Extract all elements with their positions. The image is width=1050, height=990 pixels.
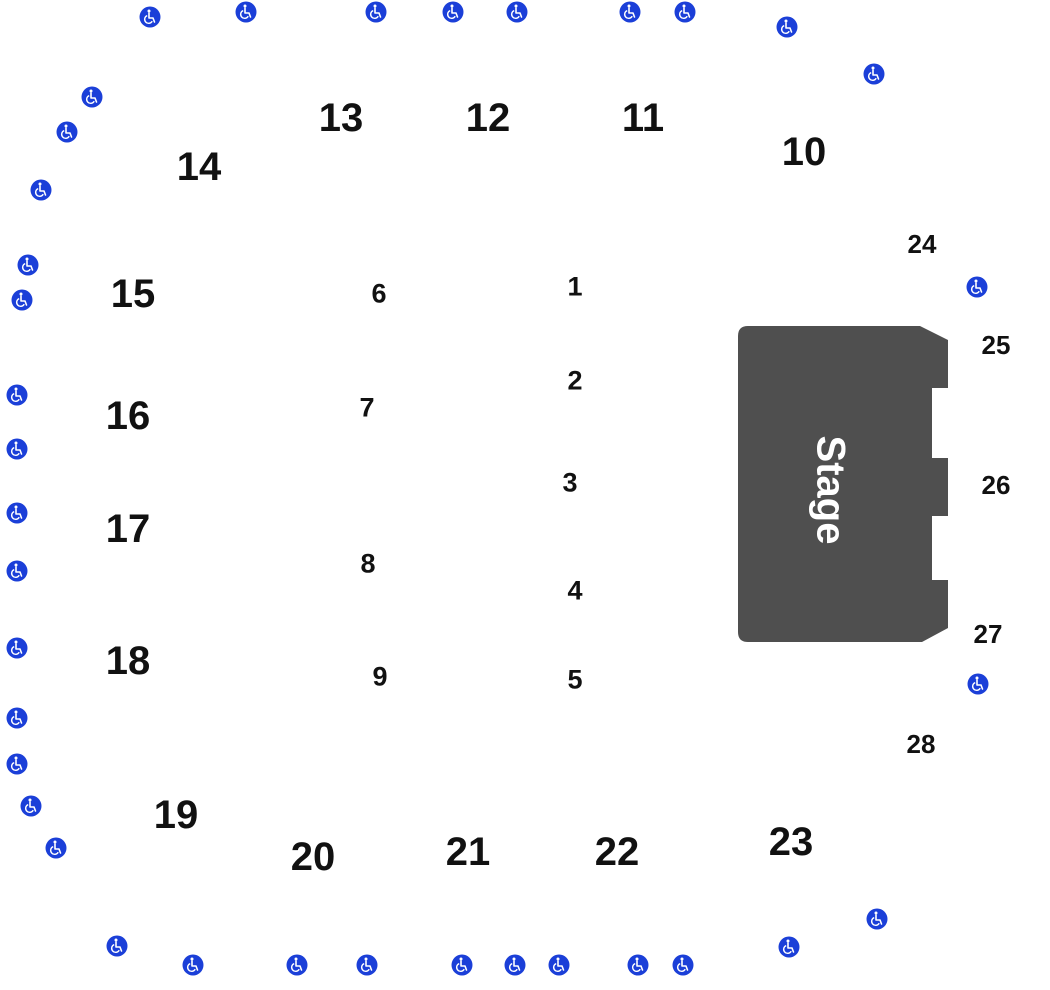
wheelchair-icon[interactable] [6,707,28,729]
wheelchair-icon[interactable] [139,6,161,28]
wheelchair-icon[interactable] [356,954,378,976]
wheelchair-icon[interactable] [6,502,28,524]
wheelchair-icon[interactable] [627,954,649,976]
wheelchair-icon[interactable] [451,954,473,976]
section-18[interactable]: 18 [105,639,151,683]
wheelchair-icon[interactable] [863,63,885,85]
wheelchair-icon[interactable] [365,1,387,23]
stage[interactable] [738,326,948,642]
wheelchair-icon[interactable] [506,1,528,23]
section-8[interactable]: 8 [360,548,376,579]
section-16[interactable]: 16 [105,394,151,438]
section-4[interactable]: 4 [567,575,583,606]
wheelchair-icon[interactable] [6,560,28,582]
section-22[interactable]: 22 [594,830,640,874]
section-5[interactable]: 5 [567,664,583,695]
wheelchair-icon[interactable] [17,254,39,276]
wheelchair-icon[interactable] [56,121,78,143]
wheelchair-icon[interactable] [6,438,28,460]
section-6[interactable]: 6 [371,278,387,309]
section-7[interactable]: 7 [359,392,375,423]
wheelchair-icon[interactable] [6,753,28,775]
wheelchair-icon[interactable] [6,637,28,659]
section-1[interactable]: 1 [567,271,583,302]
section-9[interactable]: 9 [372,661,388,692]
wheelchair-icon[interactable] [6,384,28,406]
section-17[interactable]: 17 [105,507,151,551]
section-2[interactable]: 2 [567,365,583,396]
section-19[interactable]: 19 [153,793,199,837]
section-14[interactable]: 14 [176,145,222,189]
section-10[interactable]: 10 [781,130,827,174]
section-15[interactable]: 15 [110,272,156,316]
section-26[interactable]: 26 [981,470,1011,500]
section-12[interactable]: 12 [465,96,511,140]
wheelchair-icon[interactable] [672,954,694,976]
wheelchair-icon[interactable] [235,1,257,23]
section-11[interactable]: 11 [621,96,665,140]
wheelchair-icon[interactable] [11,289,33,311]
wheelchair-icon[interactable] [286,954,308,976]
wheelchair-icon[interactable] [674,1,696,23]
wheelchair-icon[interactable] [30,179,52,201]
wheelchair-icon[interactable] [866,908,888,930]
section-28[interactable]: 28 [906,729,936,759]
section-27[interactable]: 27 [973,619,1003,649]
wheelchair-icon[interactable] [442,1,464,23]
wheelchair-icon[interactable] [548,954,570,976]
section-25[interactable]: 25 [981,330,1011,360]
wheelchair-icon[interactable] [81,86,103,108]
section-21[interactable]: 21 [445,830,491,874]
wheelchair-icon[interactable] [966,276,988,298]
wheelchair-icon[interactable] [776,16,798,38]
wheelchair-icon[interactable] [20,795,42,817]
wheelchair-icon[interactable] [182,954,204,976]
section-24[interactable]: 24 [907,229,937,259]
wheelchair-icon[interactable] [106,935,128,957]
wheelchair-icon[interactable] [45,837,67,859]
wheelchair-icon[interactable] [967,673,989,695]
wheelchair-icon[interactable] [778,936,800,958]
section-23[interactable]: 23 [768,820,814,864]
wheelchair-icon[interactable] [619,1,641,23]
section-3[interactable]: 3 [562,467,578,498]
section-13[interactable]: 13 [318,96,364,140]
wheelchair-icon[interactable] [504,954,526,976]
section-20[interactable]: 20 [290,835,336,879]
